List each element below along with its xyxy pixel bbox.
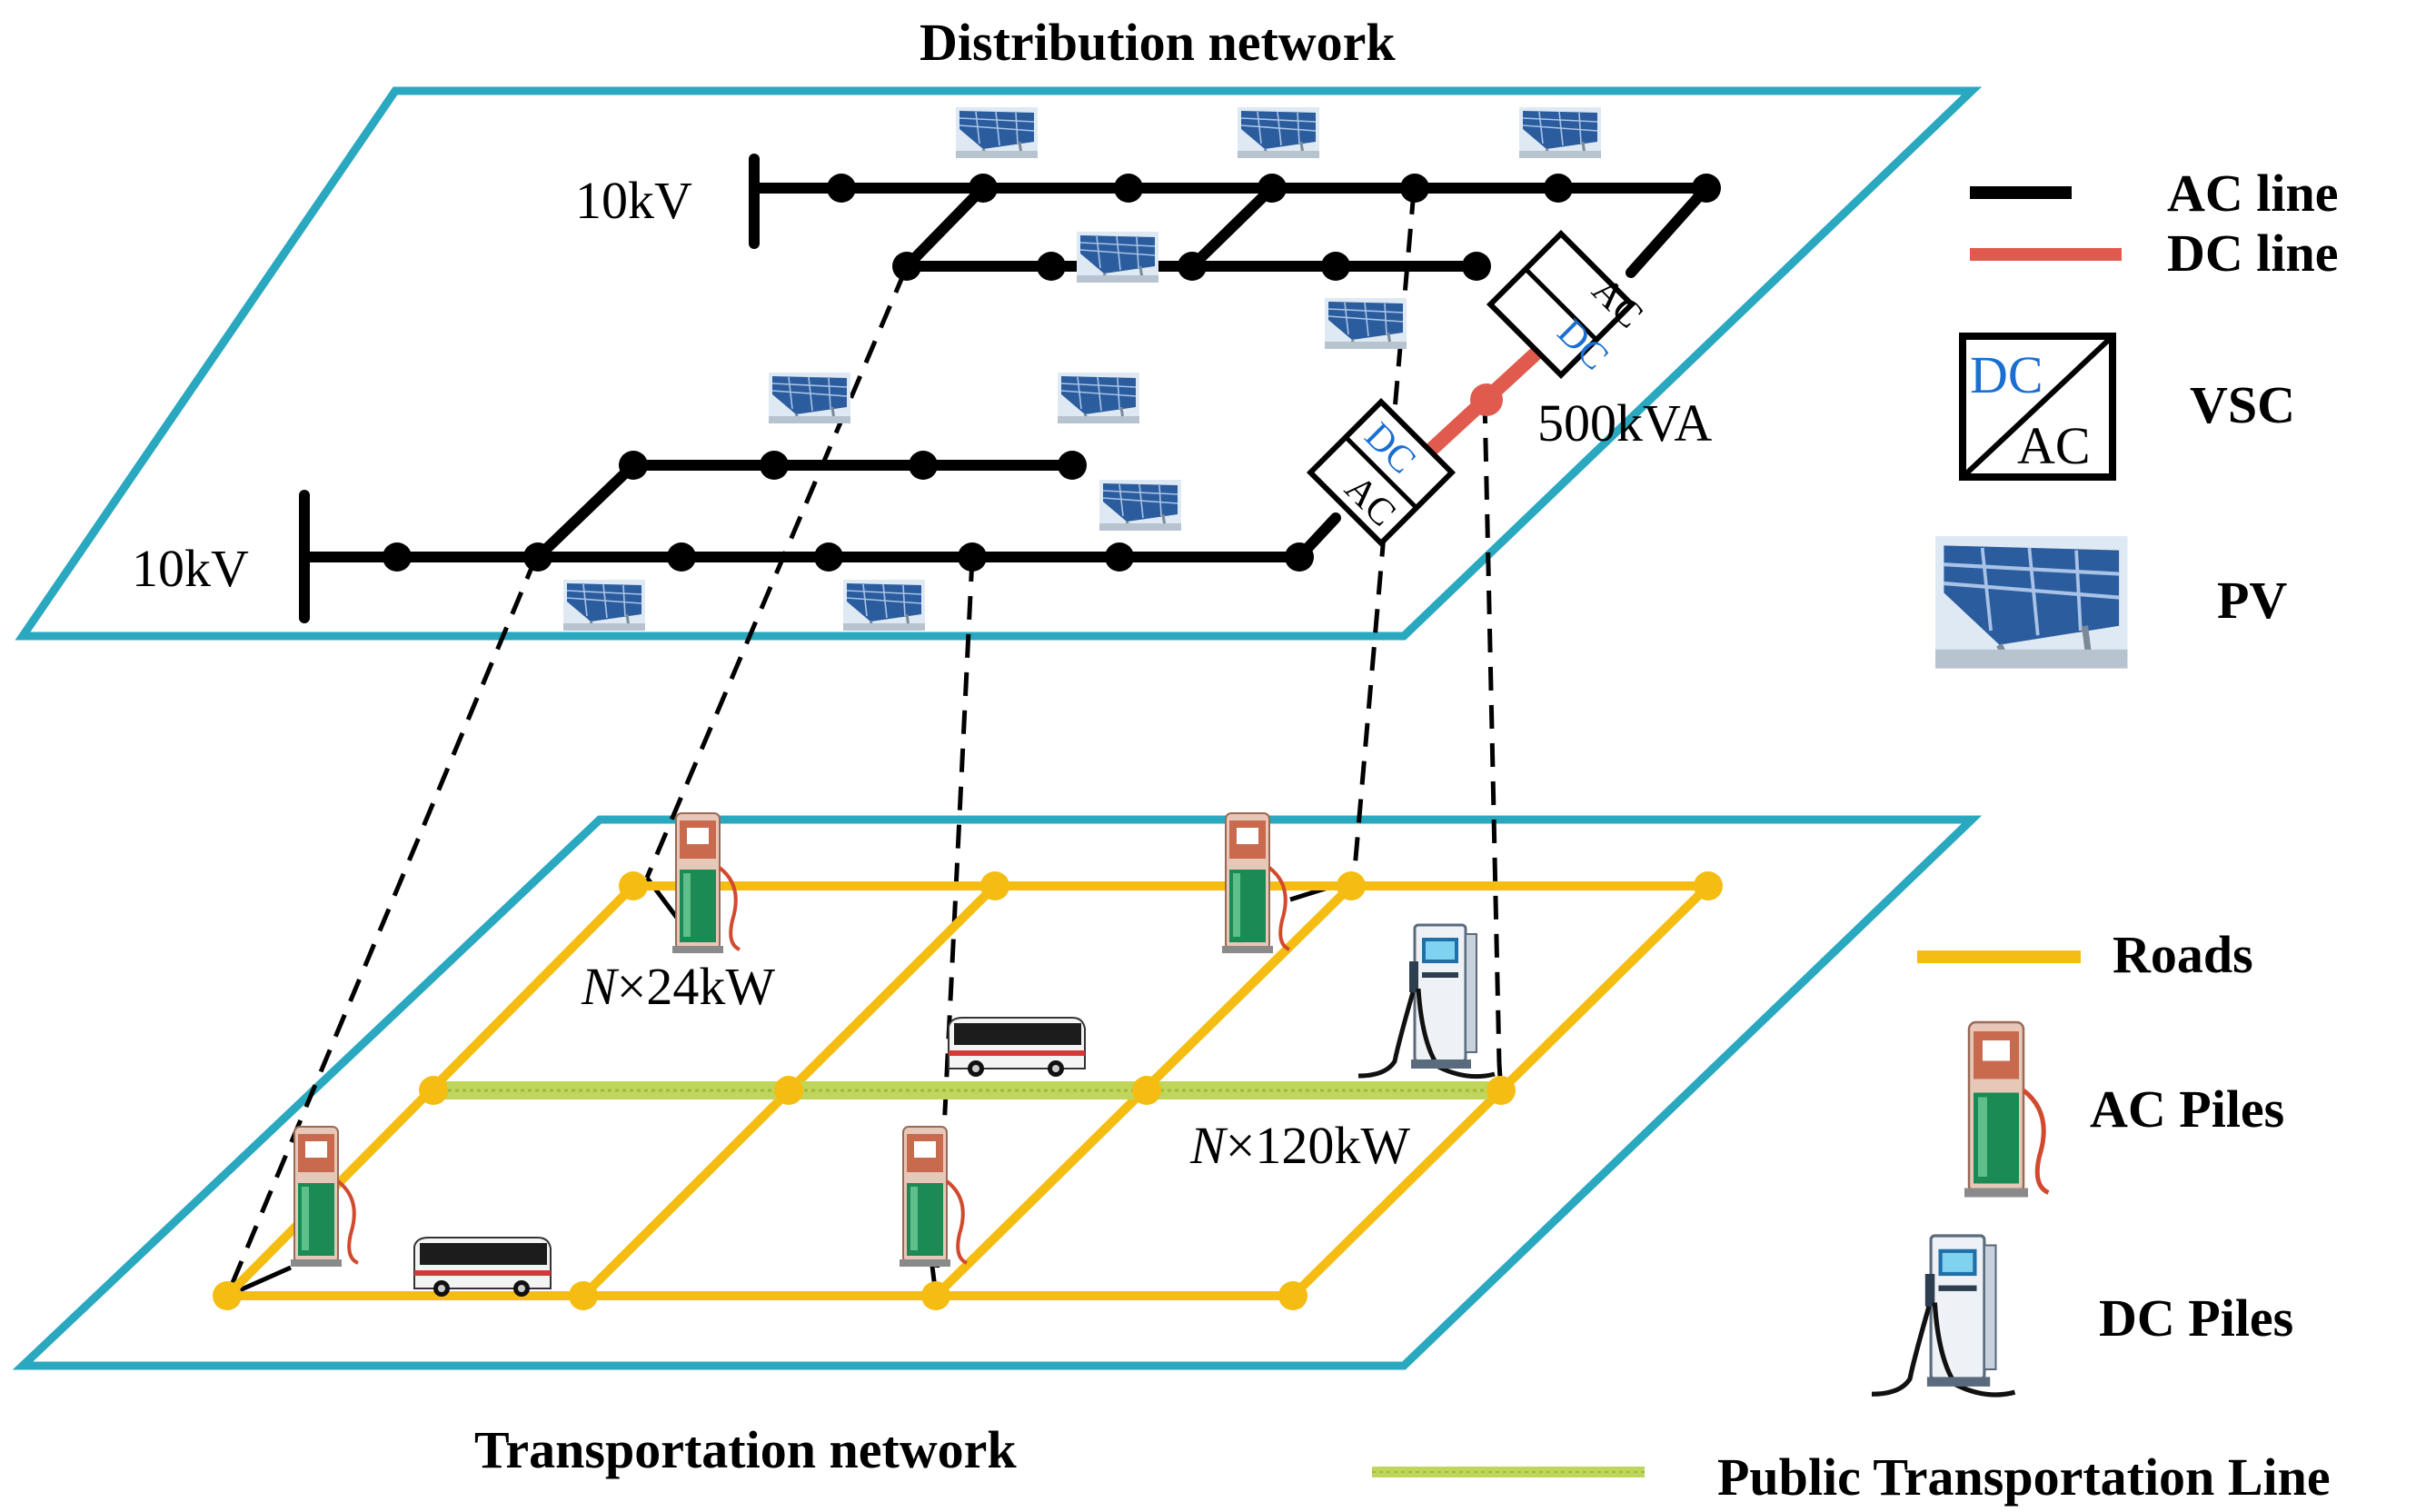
ac-charging-pile-icon bbox=[289, 811, 1291, 1268]
legend-dc-piles: DC Piles bbox=[2099, 1288, 2293, 1348]
legend-vsc-icon-bottom: AC bbox=[2017, 416, 2091, 475]
vsc-rating: 500kVA bbox=[1537, 393, 1712, 453]
legend-vsc: VSC bbox=[2190, 375, 2295, 434]
ac-charging-pile-icon bbox=[1964, 1022, 2049, 1198]
distribution-network-title: Distribution network bbox=[920, 13, 1396, 72]
transportation-plane bbox=[12, 815, 1983, 1370]
legend-dc-line: DC line bbox=[2167, 224, 2339, 283]
legend-vsc-icon-top: DC bbox=[1970, 345, 2043, 404]
legend-pv: PV bbox=[2217, 571, 2287, 630]
bus-voltage-lower: 10kV bbox=[132, 539, 249, 598]
bus-icon bbox=[413, 1017, 1086, 1298]
distribution-plane bbox=[15, 86, 1983, 641]
dc-pile-rating: N×120kW bbox=[1189, 1116, 1410, 1175]
ac-pile-rating: N×24kW bbox=[581, 957, 775, 1016]
road-nodes bbox=[213, 871, 1723, 1310]
transportation-network-title: Transportation network bbox=[474, 1420, 1017, 1479]
legend-roads: Roads bbox=[2113, 925, 2253, 984]
dc-charging-pile-icon bbox=[1358, 925, 1495, 1077]
bus-nodes bbox=[383, 174, 1721, 572]
bus-voltage-upper: 10kV bbox=[575, 171, 692, 230]
dc-charging-pile-icon bbox=[1872, 1236, 2015, 1395]
legend-public-line: Public Transportation Line bbox=[1717, 1447, 2331, 1507]
vsc-converter-icon: DC AC bbox=[1959, 333, 2116, 481]
legend-ac-piles: AC Piles bbox=[2090, 1079, 2284, 1139]
vsc-converter-icon bbox=[1306, 397, 1457, 548]
legend-ac-line: AC line bbox=[2167, 164, 2339, 223]
legend: AC line DC line DC AC VSC PV Roads AC Pi… bbox=[1372, 164, 2339, 1507]
vsc-converter-icon bbox=[1486, 229, 1636, 380]
solar-panel-icon bbox=[1935, 536, 2128, 669]
